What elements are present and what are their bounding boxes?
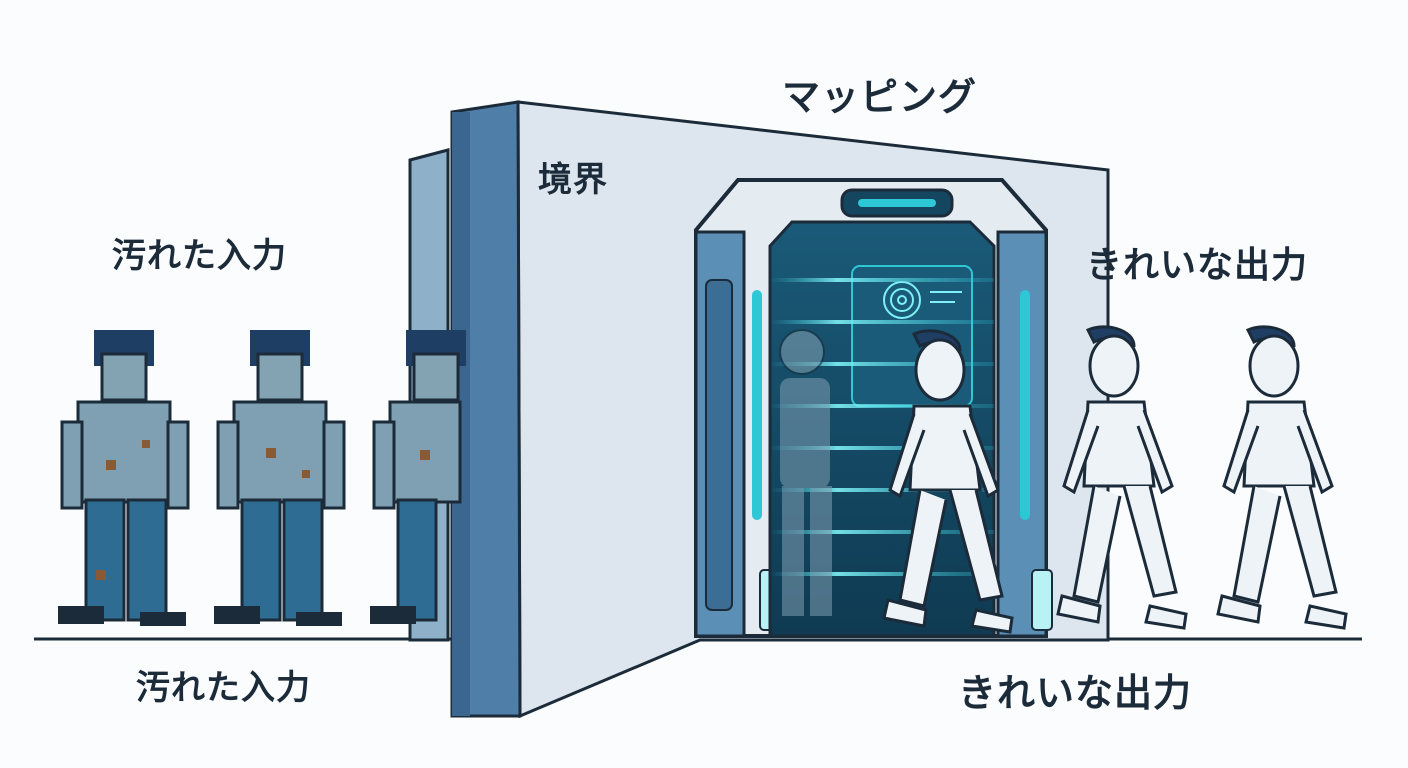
dirty-person-2 [214,330,346,626]
clean-person-3 [1216,325,1348,630]
clean-output-label-top: きれいな出力 [1086,245,1309,286]
transforming-person [779,329,832,616]
dirty-person-1 [58,330,190,626]
clean-person-2 [1056,325,1188,630]
boundary-label: 境界 [538,160,608,200]
clean-person-1 [882,329,1014,634]
clean-person-icon [882,329,1014,634]
dirty-input-label-bottom: 汚れた入力 [136,668,311,708]
clean-output-label-bottom: きれいな出力 [958,671,1193,715]
portal-gate-icon [694,178,1053,638]
mapping-label: マッピング [782,75,978,119]
dirty-person-3 [370,330,466,624]
pixel-person-icon [58,330,190,626]
dirty-input-label-top: 汚れた入力 [112,236,287,276]
